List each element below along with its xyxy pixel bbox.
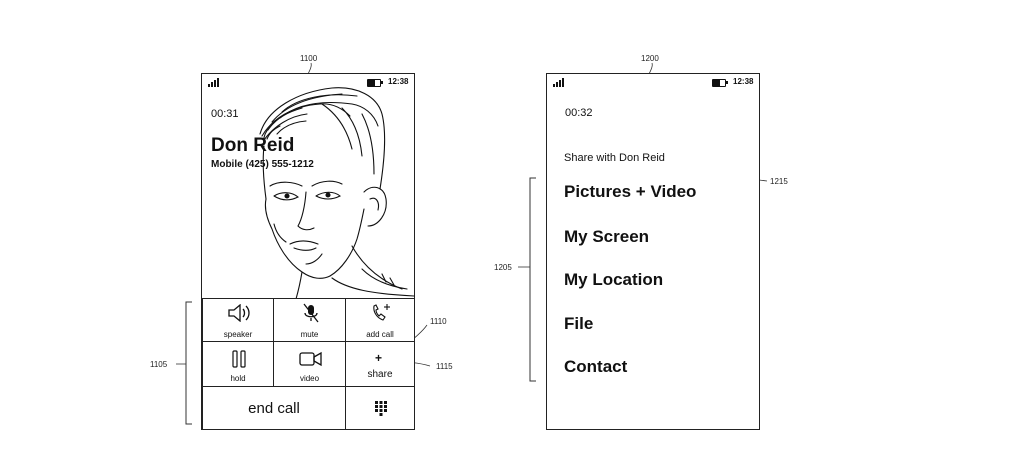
call-timer: 00:31 — [211, 108, 239, 120]
battery-icon — [712, 79, 728, 87]
add-call-label: add call — [366, 330, 394, 339]
signal-icon — [208, 78, 219, 87]
share-item-contact[interactable]: Contact — [564, 357, 628, 376]
mute-button[interactable]: mute — [273, 298, 346, 342]
mute-label: mute — [300, 330, 319, 339]
video-label: video — [299, 374, 320, 383]
hold-icon — [232, 350, 246, 368]
right-phone-screen: 12:38 00:32 Share with Don Reid Pictures… — [546, 73, 760, 430]
share-button[interactable]: + share — [345, 341, 415, 387]
end-call-label: end call — [248, 400, 300, 417]
ref-1200: 1200 — [641, 54, 659, 63]
share-list-bracket — [529, 177, 536, 382]
speaker-label: speaker — [223, 330, 253, 339]
status-clock: 12:38 — [388, 77, 409, 86]
left-phone-screen: 12:38 — [201, 73, 415, 430]
add-call-button[interactable]: add call — [345, 298, 415, 342]
status-bar: 12:38 — [202, 74, 414, 90]
caller-name: Don Reid — [211, 135, 295, 156]
battery-icon — [367, 79, 383, 87]
share-item-my-location[interactable]: My Location — [564, 270, 664, 289]
share-item-pictures-video[interactable]: Pictures + Video — [564, 182, 697, 201]
signal-icon — [553, 78, 564, 87]
add-call-icon — [373, 304, 390, 321]
ref-1105: 1105 — [150, 360, 168, 369]
ref-1110: 1110 — [430, 317, 447, 326]
speaker-icon — [228, 304, 250, 322]
ref-1215: 1215 — [770, 177, 788, 186]
mute-icon — [303, 303, 319, 323]
status-clock: 12:38 — [733, 77, 754, 86]
ref-1100: 1100 — [300, 54, 318, 63]
video-button[interactable]: video — [273, 341, 346, 387]
keypad-button[interactable] — [345, 386, 415, 430]
status-bar: 12:38 — [547, 74, 759, 90]
keypad-icon — [375, 401, 387, 416]
share-item-my-screen[interactable]: My Screen — [564, 227, 650, 246]
ref-1205: 1205 — [494, 263, 512, 272]
share-icon: + — [375, 351, 383, 365]
call-controls-bracket — [185, 301, 192, 425]
share-label: share — [367, 369, 393, 380]
end-call-button[interactable]: end call — [202, 386, 346, 430]
hold-button[interactable]: hold — [202, 341, 274, 387]
call-timer: 00:32 — [565, 107, 593, 119]
speaker-button[interactable]: speaker — [202, 298, 274, 342]
caller-number: Mobile (425) 555-1212 — [211, 159, 314, 170]
caller-portrait — [259, 87, 415, 299]
share-header: Share with Don Reid — [564, 152, 665, 164]
hold-label: hold — [230, 374, 246, 383]
ref-1115: 1115 — [436, 362, 453, 371]
video-icon — [299, 351, 322, 367]
share-item-file[interactable]: File — [564, 314, 594, 333]
